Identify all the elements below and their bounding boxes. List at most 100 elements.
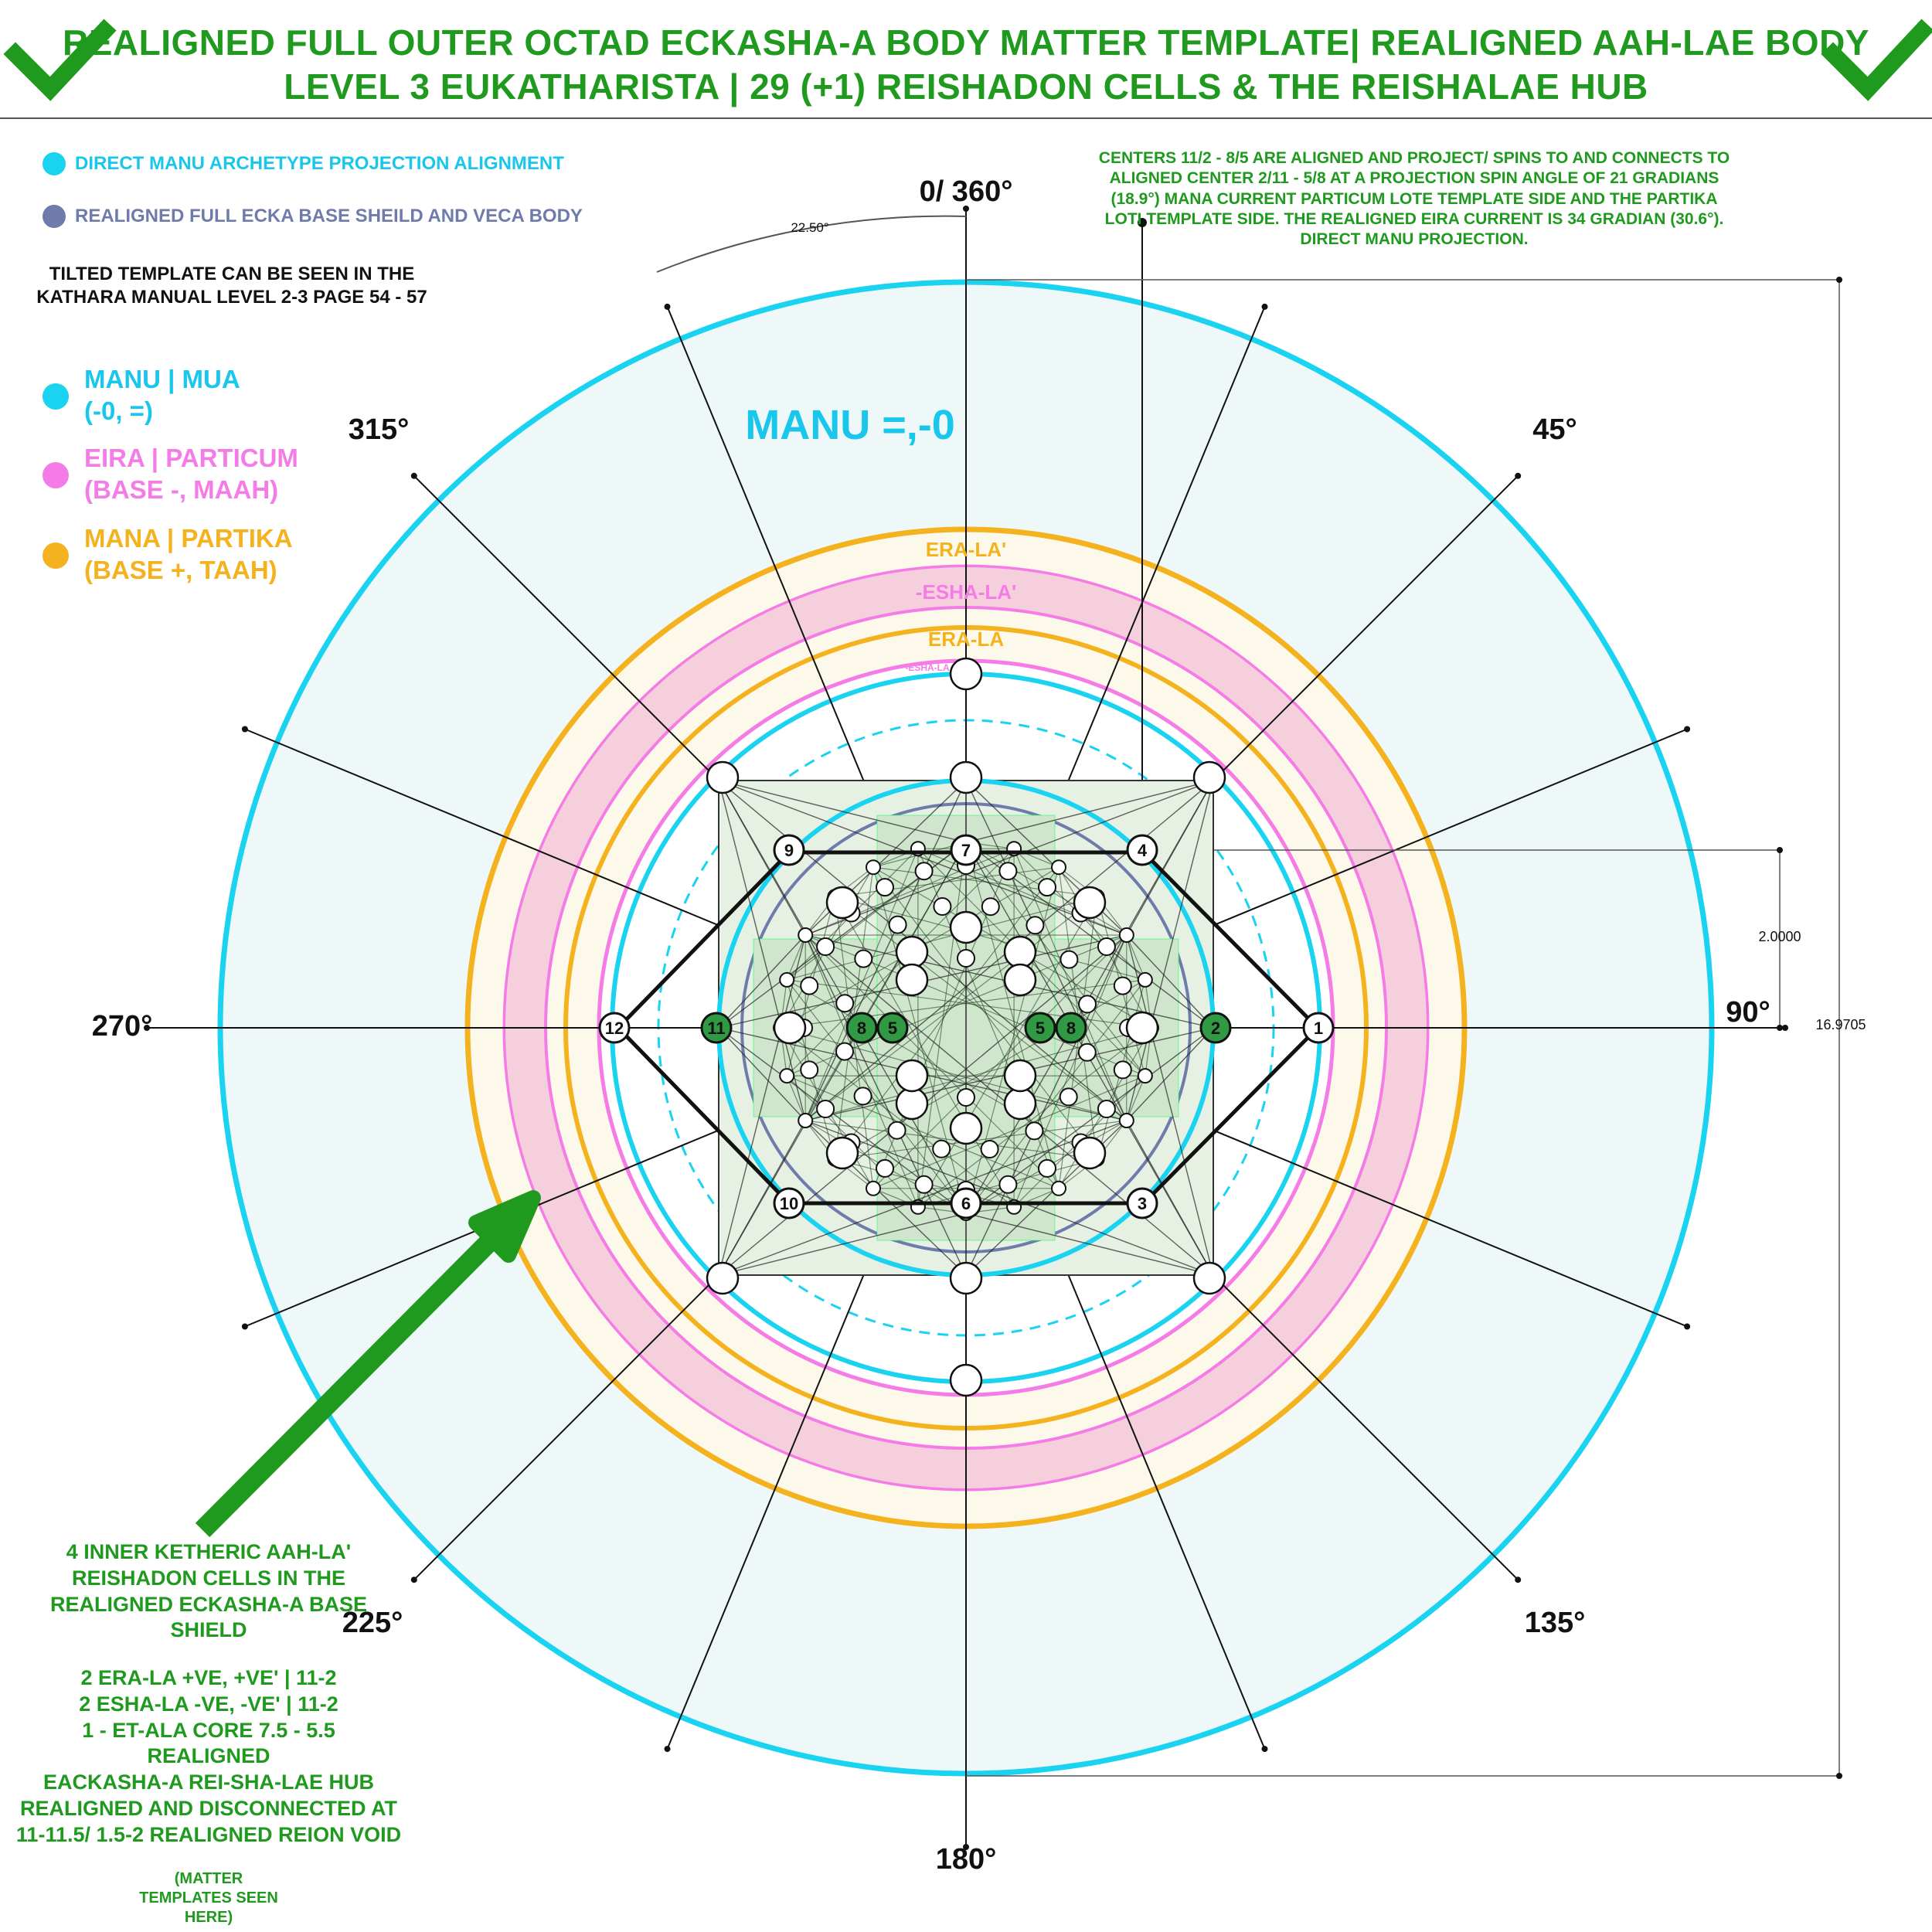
radial-end-dot <box>1782 1025 1788 1031</box>
reishadon-node <box>1003 1059 1037 1093</box>
mesh-node <box>816 937 835 956</box>
mesh-line <box>780 979 1145 1029</box>
mesh-node <box>1051 859 1066 876</box>
mesh-node <box>800 1060 819 1080</box>
mesh-node <box>981 897 1000 917</box>
mesh-line <box>1058 896 1098 1189</box>
radial-end-dot <box>1515 472 1522 479</box>
center-node-circle <box>773 834 805 866</box>
center-node-label: 6 <box>961 1194 971 1213</box>
mesh-node <box>1038 1158 1056 1178</box>
radial-end-dot <box>410 472 417 479</box>
center-node-circle <box>876 1012 909 1044</box>
reishadon-node <box>895 1087 929 1121</box>
mesh-node <box>866 1180 881 1196</box>
cells-heading: 4 INNER KETHERIC AAH-LA' REISHADON CELLS… <box>49 1540 368 1642</box>
center-node-label: 5 <box>1036 1019 1045 1038</box>
center-node-circle <box>1199 1012 1232 1044</box>
dimension-small-label: 2.0000 <box>1758 929 1801 944</box>
projection-end-dot <box>1138 218 1147 227</box>
reishadon-node <box>1003 1087 1037 1121</box>
angle-135-label: 135° <box>1525 1607 1586 1639</box>
mesh-line <box>1013 934 1128 1208</box>
mesh-node <box>932 1139 951 1158</box>
dimension-end-dot <box>1836 277 1842 283</box>
reishadon-node <box>949 760 983 794</box>
radial-end-dot <box>664 1746 671 1753</box>
reishadon-node <box>895 935 929 969</box>
center-node-n8: 8 <box>845 1012 878 1044</box>
mesh-line <box>718 780 806 1121</box>
mesh-line <box>718 934 806 1029</box>
mesh-line <box>965 934 1128 1276</box>
manu-projection-dot <box>43 152 66 175</box>
mesh-line <box>1126 1075 1146 1121</box>
reishadon-node <box>1125 1011 1159 1045</box>
center-node-circle <box>1126 1187 1158 1219</box>
dimension-large-label: 16.9705 <box>1815 1017 1866 1032</box>
mesh-line <box>804 934 967 1276</box>
center-node-circle <box>700 1012 733 1044</box>
reishadon-node <box>1192 1261 1226 1295</box>
mesh-node <box>1097 937 1116 956</box>
mana-current-name: MANA | PARTIKA <box>84 524 293 553</box>
mesh-line <box>718 934 806 1276</box>
mesh-node <box>914 862 934 881</box>
center-node-circle <box>1126 834 1158 866</box>
mesh-line <box>718 1213 967 1276</box>
center-node-label: 11 <box>707 1019 725 1038</box>
radial-end-dot <box>241 726 248 733</box>
center-node-circle <box>773 1187 805 1219</box>
mesh-line <box>1126 934 1146 981</box>
mesh-line <box>804 934 919 1208</box>
center-node-n1: 1 <box>1302 1012 1335 1044</box>
mesh-node <box>1097 1100 1116 1118</box>
reishadon-node <box>773 1011 807 1045</box>
center-node-n5: 5 <box>1024 1012 1056 1044</box>
green-arrow-head <box>468 1190 541 1263</box>
mesh-node <box>957 949 975 968</box>
manu-current-dot <box>43 383 69 410</box>
manu-current-code: (-0, =) <box>84 396 153 426</box>
reishadon-node <box>895 963 929 997</box>
mesh-node <box>1113 976 1132 995</box>
radial-end-dot <box>1261 303 1268 310</box>
mesh-line <box>804 780 967 1121</box>
mesh-node <box>866 859 881 876</box>
mesh-line <box>834 866 1060 1160</box>
mesh-line <box>718 1027 806 1121</box>
mesh-node <box>779 1068 795 1084</box>
radial-end-dot <box>1684 1323 1691 1330</box>
mesh-line <box>718 1120 806 1276</box>
reishadon-node <box>949 910 983 944</box>
mesh-line <box>834 896 874 1189</box>
radial-end-dot <box>963 206 969 212</box>
mesh-node <box>779 971 795 988</box>
reishadon-node <box>949 1363 983 1397</box>
mesh-line <box>1058 867 1098 1159</box>
center-node-label: 8 <box>1066 1019 1076 1038</box>
tilted-template-note: TILTED TEMPLATE CAN BE SEEN IN THE KATHA… <box>36 264 427 308</box>
reishadon-node <box>1073 1136 1107 1170</box>
esha-la-prime-label: -ESHA-LA' <box>916 580 1016 604</box>
reishadon-node <box>1003 935 1037 969</box>
note-line: 2 ERA-LA +VE, +VE' | 11-2 <box>80 1666 337 1689</box>
reishadon-node <box>949 1261 983 1295</box>
mesh-node <box>853 1087 872 1106</box>
reishadon-cells-note: 4 INNER KETHERIC AAH-LA' REISHADON CELLS… <box>15 1539 402 1927</box>
mesh-node <box>876 878 894 897</box>
mesh-node <box>1118 927 1134 943</box>
mesh-line <box>872 866 1098 1160</box>
title-line-2: LEVEL 3 EUKATHARISTA | 29 (+1) REISHADON… <box>284 66 1648 107</box>
mesh-line <box>1126 1120 1214 1276</box>
mesh-node <box>816 1100 835 1118</box>
mesh-node <box>887 1121 906 1140</box>
legend-manu-projection: DIRECT MANU ARCHETYPE PROJECTION ALIGNME… <box>43 152 564 175</box>
mesh-line <box>1126 1027 1214 1121</box>
mesh-node <box>835 994 855 1013</box>
reishadon-node <box>949 657 983 691</box>
mesh-node <box>835 1042 854 1061</box>
legend-manu-projection-label: DIRECT MANU ARCHETYPE PROJECTION ALIGNME… <box>75 153 564 174</box>
mesh-node <box>1137 971 1153 988</box>
mesh-line <box>787 896 1097 981</box>
